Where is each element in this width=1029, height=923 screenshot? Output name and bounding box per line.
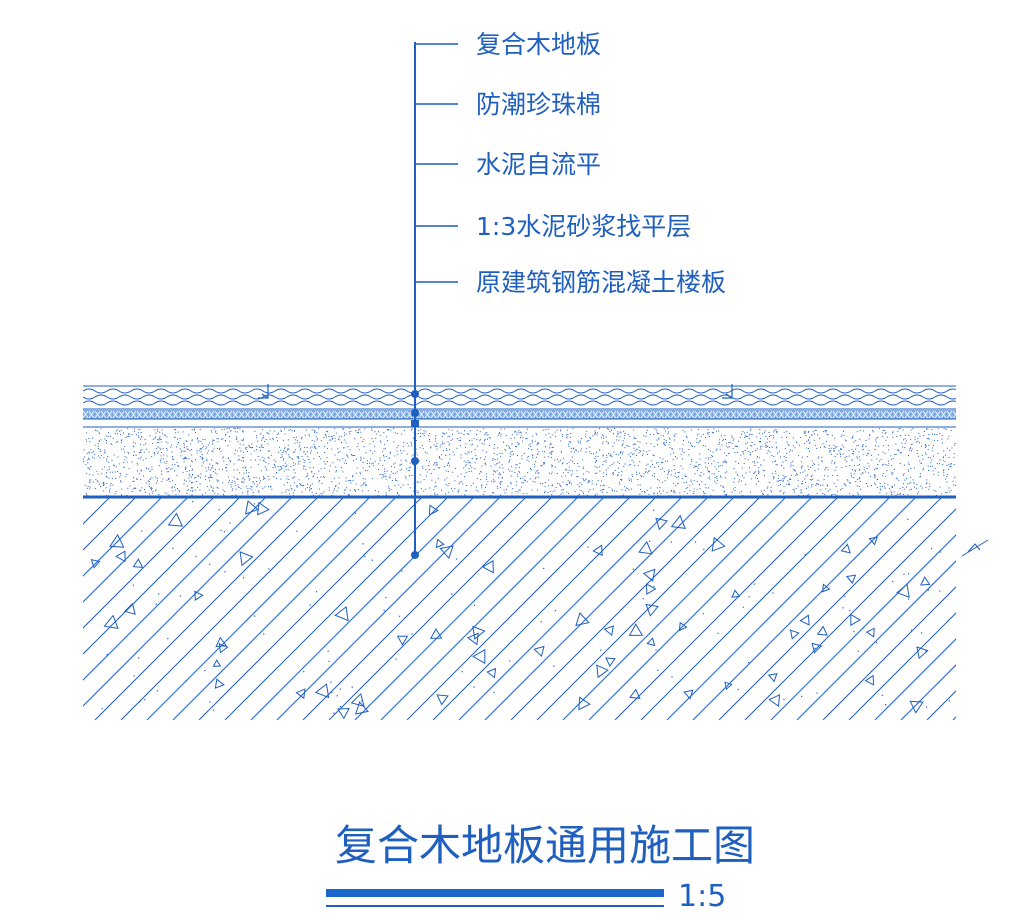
- layer-label-self-leveling: 水泥自流平: [476, 150, 601, 179]
- layer-label-pearl-cotton: 防潮珍珠棉: [476, 90, 601, 119]
- layer-concrete-slab: [83, 498, 989, 720]
- title-underline-thick: [326, 889, 664, 897]
- leader-ticks: [415, 43, 458, 283]
- leader-dots: [411, 390, 419, 559]
- drawing-scale: 1:5: [678, 879, 726, 914]
- layer-label-concrete-slab: 原建筑钢筋混凝土楼板: [476, 268, 726, 297]
- layer-label-laminate-floor: 复合木地板: [476, 30, 601, 59]
- layer-pearl-cotton: [82, 410, 959, 420]
- layer-label-mortar-screed: 1:3水泥砂浆找平层: [476, 212, 691, 241]
- layer-mortar-screed: [83, 428, 956, 499]
- drawing-title: 复合木地板通用施工图: [335, 821, 755, 870]
- layer-laminate-floor: [83, 384, 956, 410]
